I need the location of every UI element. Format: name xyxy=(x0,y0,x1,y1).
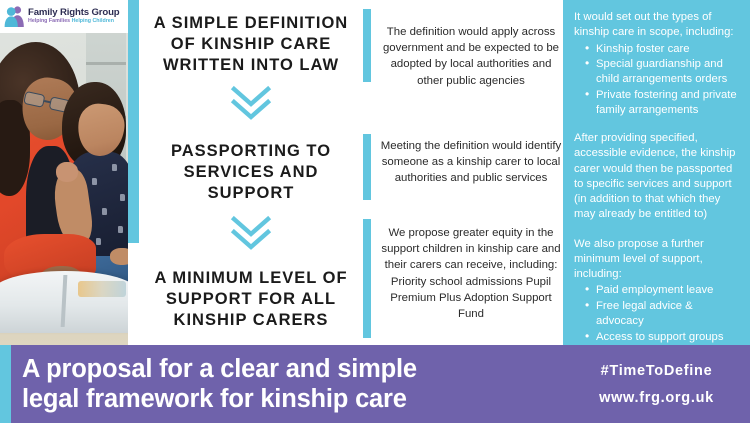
banner-title: A proposal for a clear and simple legal … xyxy=(22,354,542,414)
list-item: Access to support groups xyxy=(585,329,741,345)
photo-column: Family Rights Group Helping Families Hel… xyxy=(0,0,139,345)
book-illustration xyxy=(78,281,126,297)
list-item: Private fostering and private family arr… xyxy=(585,87,741,118)
child-hand-lower xyxy=(110,248,128,265)
banner-meta: #TimeToDefine www.frg.org.uk xyxy=(563,345,750,423)
panel-section-3: We also propose a further minimum level … xyxy=(574,237,741,345)
banner-title-line-2: legal framework for kinship care xyxy=(22,385,407,413)
panel-section-1-list: Kinship foster care Special guardianship… xyxy=(585,41,741,119)
brand-tagline: Helping Families Helping Children xyxy=(28,18,120,25)
double-chevron-down-icon-1 xyxy=(139,84,363,120)
list-item: Free legal advice & advocacy xyxy=(585,298,741,329)
list-item: Kinship foster care xyxy=(585,41,741,57)
section-heading-3: A MINIMUM LEVEL OF SUPPORT FOR ALL KINSH… xyxy=(154,269,348,329)
headings-column: A SIMPLE DEFINITION OF KINSHIP CARE WRIT… xyxy=(139,0,363,345)
panel-section-2-intro: After providing specified, accessible ev… xyxy=(574,132,736,221)
banner-title-line-1: A proposal for a clear and simple xyxy=(22,354,417,383)
banner-accent-strip xyxy=(0,345,11,423)
double-chevron-down-icon-2 xyxy=(139,214,363,250)
detail-panel: It would set out the types of kinship ca… xyxy=(563,0,750,345)
child-hand-to-face xyxy=(56,162,78,182)
panel-section-3-intro: We also propose a further minimum level … xyxy=(574,237,704,281)
divider-bar-3 xyxy=(363,219,371,338)
website-url[interactable]: www.frg.org.uk xyxy=(599,389,714,406)
brand-name: Family Rights Group xyxy=(28,7,120,19)
brand-tagline-part1: Helping Families xyxy=(28,18,72,25)
photo-illustration xyxy=(0,20,128,345)
open-book xyxy=(0,271,128,333)
section-body-2: Meeting the definition would identify so… xyxy=(380,140,562,185)
panel-section-2: After providing specified, accessible ev… xyxy=(574,131,741,223)
section-heading-2: PASSPORTING TO SERVICES AND SUPPORT xyxy=(170,142,332,202)
body-text-column: The definition would apply across govern… xyxy=(380,0,562,345)
section-body-3: We propose greater equity in the support… xyxy=(381,227,561,320)
brand-tagline-part2: Helping Children xyxy=(71,18,114,25)
panel-section-3-list: Paid employment leave Free legal advice … xyxy=(585,282,741,345)
photo-frame xyxy=(0,0,128,345)
section-heading-1: A SIMPLE DEFINITION OF KINSHIP CARE WRIT… xyxy=(153,14,349,74)
panel-section-1: It would set out the types of kinship ca… xyxy=(574,10,741,118)
divider-bar-1 xyxy=(363,9,371,82)
bottom-banner: A proposal for a clear and simple legal … xyxy=(0,345,750,423)
campaign-hashtag: #TimeToDefine xyxy=(600,362,713,379)
list-item: Special guardianship and child arrangeme… xyxy=(585,56,741,87)
list-item: Paid employment leave xyxy=(585,282,741,298)
brand-logo: Family Rights Group Helping Families Hel… xyxy=(0,0,128,33)
panel-section-1-intro: It would set out the types of kinship ca… xyxy=(574,11,734,39)
person-family-icon xyxy=(4,5,25,28)
divider-bar-2 xyxy=(363,134,371,200)
section-body-1: The definition would apply across govern… xyxy=(382,26,560,87)
accent-strip-right-top xyxy=(128,0,139,243)
